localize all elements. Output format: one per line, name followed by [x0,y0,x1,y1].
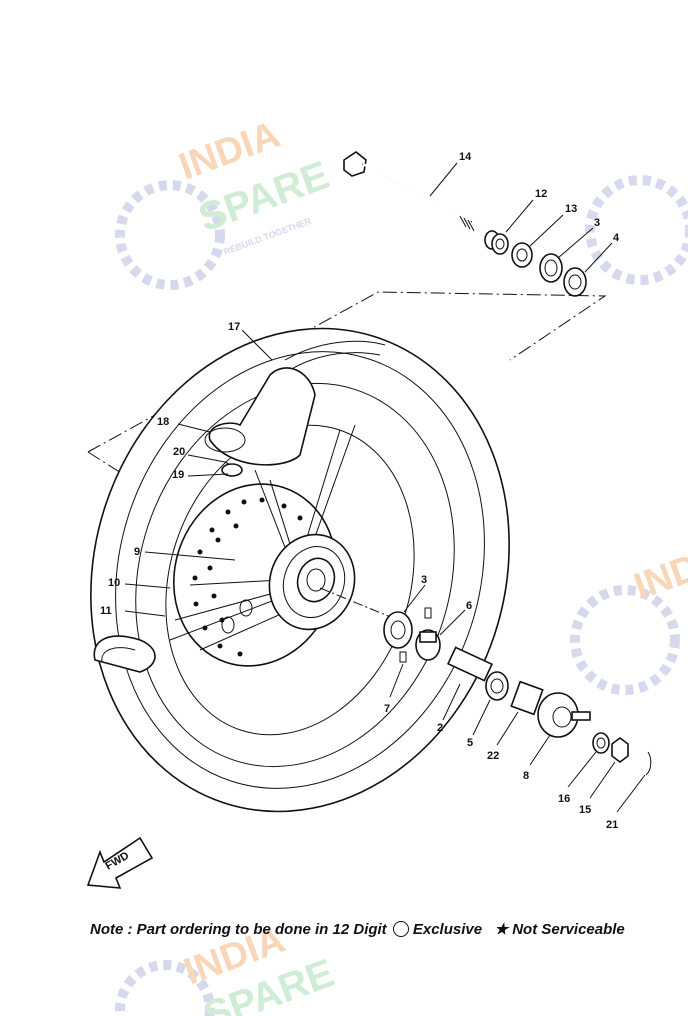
fwd-arrow-icon: FWD [86,836,154,889]
watermark-india-right: INDIA [629,534,688,609]
inner-tube [204,367,316,477]
callout-15: 15 [579,804,591,816]
callout-4: 4 [613,232,620,244]
callout-6: 6 [466,600,472,612]
callout-11: 11 [100,605,112,617]
note-prefix: Note : Part ordering to be done in 12 Di… [90,921,387,938]
callout-7: 7 [384,703,390,715]
callout-16: 16 [558,793,570,805]
note-not-serviceable: Not Serviceable [512,921,625,938]
callout-18: 18 [157,416,169,428]
clip-part [399,607,432,663]
washer-part-lower [592,732,610,754]
callout-9: 9 [134,546,140,558]
callout-20: 20 [173,446,185,458]
callout-22: 22 [487,750,499,762]
gear-unit-part [537,692,591,738]
rim-band [93,635,156,673]
callout-5: 5 [467,737,473,749]
callout-3-lower: 3 [421,574,427,586]
callout-13: 13 [565,203,577,215]
callout-12: 12 [535,188,547,200]
leader-lines [124,162,646,813]
axle-part [343,151,475,232]
callout-21: 21 [606,819,618,831]
washer-part [511,242,533,268]
retainer-part [510,680,544,716]
ordering-note: Note : Part ordering to be done in 12 Di… [90,920,688,938]
callout-17: 17 [228,321,240,333]
bearing-part-lower [383,611,413,649]
star-icon: ★ [494,921,509,938]
wheel-hub [268,533,416,631]
callout-labels: 14 12 13 3 4 17 18 20 19 9 10 11 3 6 7 2… [100,151,620,831]
seal-part-lower [485,671,509,701]
callout-3-upper: 3 [594,217,600,229]
bearing-part-upper [539,253,563,283]
note-exclusive: Exclusive [412,921,483,938]
exclusive-circle-icon [392,921,409,937]
spacer-part [447,646,493,682]
cotter-pin-part [645,751,652,776]
seal-part-upper [563,267,587,297]
callout-19: 19 [172,469,184,481]
axle-nut-part [611,737,629,763]
disc-holes [192,497,303,657]
callout-8: 8 [523,770,529,782]
callout-2: 2 [437,722,443,734]
callout-10: 10 [108,577,120,589]
watermark-top: INDIA SPARE REBUILD TOGETHER [115,114,335,290]
collar-part [484,230,509,255]
gear-part [415,629,441,661]
callout-14: 14 [459,151,472,163]
watermark-right: INDIA [570,175,688,695]
